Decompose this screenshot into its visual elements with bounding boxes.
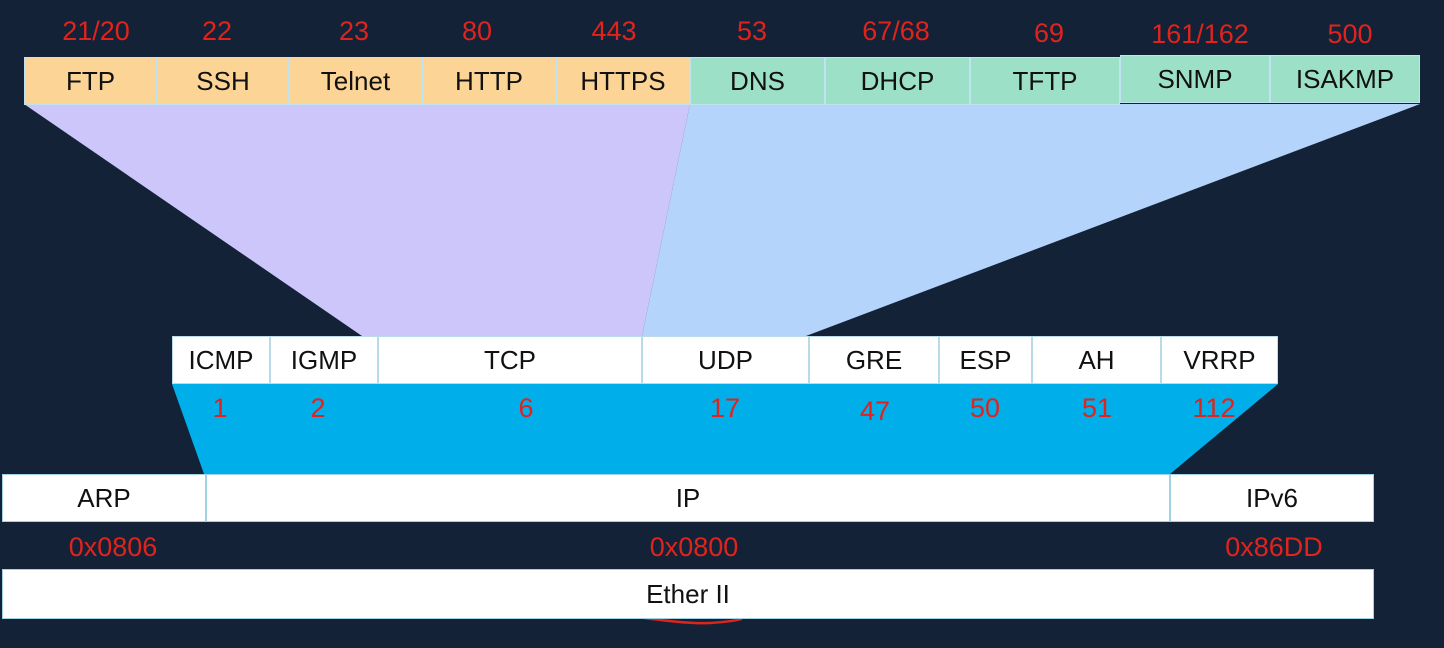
port-isakmp: 500 [1327, 19, 1373, 49]
proto-icmp: ICMP [172, 336, 270, 384]
app-snmp: SNMP [1120, 55, 1270, 103]
protonum-tcp: 6 [518, 393, 534, 423]
ethertype-arp: 0x0806 [68, 532, 158, 562]
protonum-icmp: 1 [212, 393, 228, 423]
net-arp: ARP [2, 474, 206, 522]
app-ssh: SSH [157, 57, 289, 105]
datalink-ether-ii: Ether II [2, 569, 1374, 619]
app-ftp: FTP [24, 57, 157, 105]
port-snmp: 161/162 [1151, 19, 1249, 49]
protonum-igmp: 2 [310, 393, 326, 423]
port-telnet: 23 [338, 16, 370, 46]
proto-vrrp: VRRP [1161, 336, 1278, 384]
proto-udp: UDP [642, 336, 809, 384]
net-ip: IP [206, 474, 1170, 522]
app-http: HTTP [422, 57, 556, 105]
proto-igmp: IGMP [270, 336, 378, 384]
port-ssh: 22 [201, 16, 233, 46]
port-http: 80 [461, 16, 493, 46]
ethertype-ip: 0x0800 [649, 532, 739, 562]
protonum-udp: 17 [709, 393, 741, 423]
ethertype-ipv6: 0x86DD [1225, 532, 1323, 562]
app-https: HTTPS [556, 57, 690, 105]
port-dns: 53 [736, 16, 768, 46]
ip-funnel [172, 384, 1278, 474]
app-dhcp: DHCP [825, 57, 970, 105]
app-isakmp: ISAKMP [1270, 55, 1420, 103]
protonum-vrrp: 112 [1192, 393, 1236, 423]
app-dns: DNS [690, 57, 825, 105]
port-dhcp: 67/68 [862, 16, 930, 46]
proto-esp: ESP [939, 336, 1032, 384]
handwritten-underline [635, 615, 743, 625]
port-tftp: 69 [1033, 18, 1065, 48]
tcp-apps-funnel [24, 104, 690, 336]
datalink-label: Ether II [646, 578, 730, 609]
port-ftp: 21/20 [62, 16, 130, 46]
proto-tcp: TCP [378, 336, 642, 384]
protonum-esp: 50 [969, 393, 1001, 423]
protonum-gre: 47 [859, 396, 891, 426]
port-https: 443 [591, 16, 637, 46]
app-tftp: TFTP [970, 57, 1120, 105]
app-telnet: Telnet [289, 57, 422, 105]
protonum-ah: 51 [1081, 393, 1113, 423]
proto-gre: GRE [809, 336, 939, 384]
net-ipv6: IPv6 [1170, 474, 1374, 522]
proto-ah: AH [1032, 336, 1161, 384]
udp-apps-funnel [642, 104, 1420, 336]
